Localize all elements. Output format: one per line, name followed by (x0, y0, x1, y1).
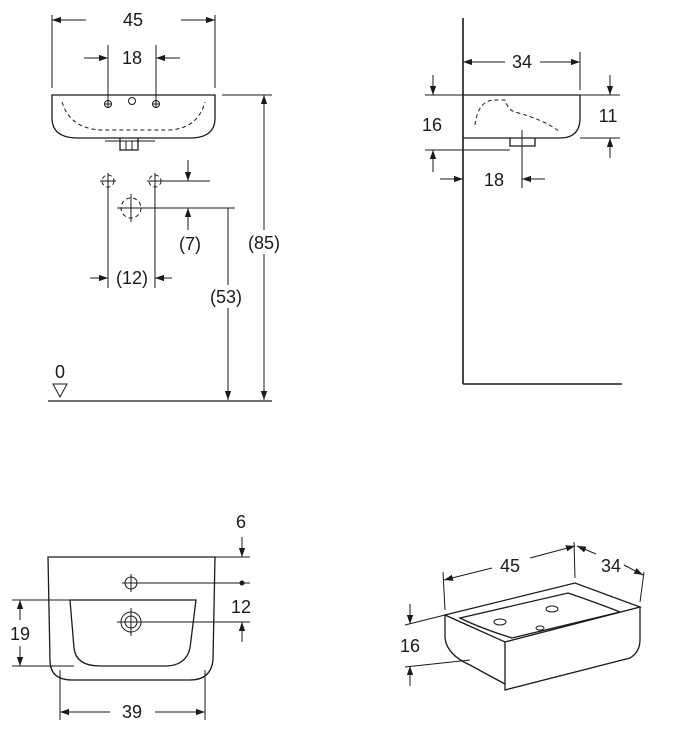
iso-depth-label: 34 (601, 556, 621, 576)
supply-point-left (100, 173, 116, 189)
iso-height-label: 16 (400, 636, 420, 656)
top-bowl-depth-label: 19 (10, 624, 30, 644)
supply-offset-label: (7) (179, 234, 201, 254)
rim-height-label: (85) (248, 233, 280, 253)
iso-tap-hole-right (545, 605, 559, 613)
front-width-label: 45 (123, 10, 143, 30)
supply-spacing-label: (12) (116, 268, 148, 288)
iso-bowl-outline (458, 592, 623, 639)
iso-width-label: 45 (500, 556, 520, 576)
waste-height-label: (53) (210, 287, 242, 307)
front-waste-outlet (119, 138, 139, 151)
front-bowl-hidden-line (61, 101, 206, 131)
iso-waste-hole (535, 625, 545, 631)
side-bowl-hidden-line (474, 99, 561, 133)
iso-tap-hole-left (493, 618, 507, 626)
front-view: 45 18 (12) (7) (53) (85) 0 (48, 10, 280, 402)
top-bowl-outline (69, 599, 197, 667)
top-basin-outline (47, 556, 216, 681)
floor-level-marker (52, 383, 68, 399)
waste-point (117, 194, 145, 222)
side-waste-offset-label: 18 (484, 170, 504, 190)
front-basin-outline (51, 94, 216, 139)
supply-point-right (147, 173, 163, 189)
front-overflow-hole (128, 97, 136, 105)
floor-level-label: 0 (55, 362, 65, 382)
side-depth-label: 34 (512, 52, 532, 72)
side-height-label: 16 (422, 115, 442, 135)
iso-basin-body (444, 607, 641, 691)
side-view: 34 16 11 18 (422, 18, 622, 385)
top-view: 6 12 19 39 (10, 512, 251, 722)
front-tap-spacing-label: 18 (122, 48, 142, 68)
top-rim-to-tap-label: 6 (236, 512, 246, 532)
isometric-view: 45 34 16 (400, 541, 645, 691)
side-basin-depth-label: 11 (599, 106, 618, 126)
top-bowl-width-label: 39 (122, 702, 142, 722)
top-tap-to-waste-label: 12 (231, 597, 251, 617)
iso-basin-top (443, 582, 643, 643)
side-basin-outline (463, 94, 581, 139)
